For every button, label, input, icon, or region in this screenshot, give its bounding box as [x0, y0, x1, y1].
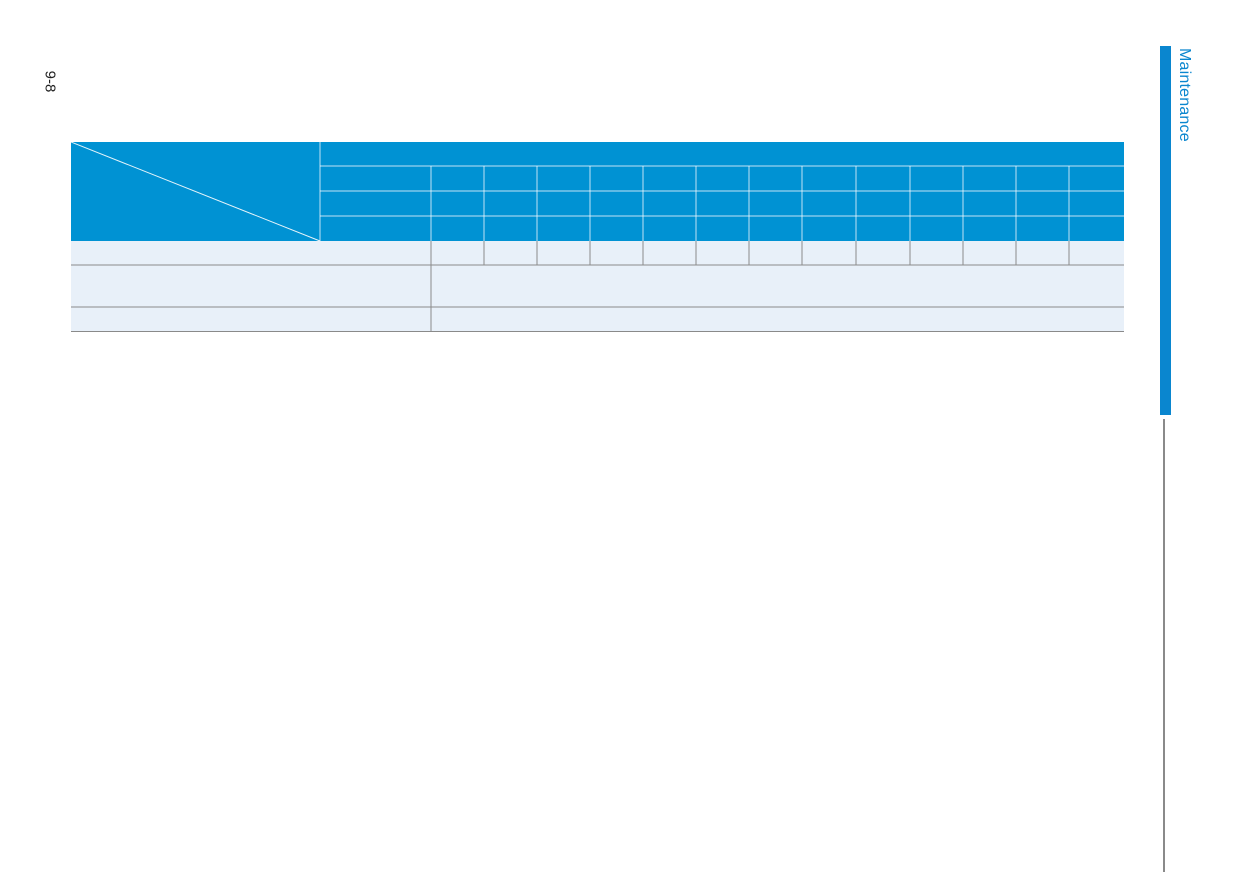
maintenance-schedule-table [71, 142, 1124, 332]
section-label-text: Maintenance [1176, 48, 1193, 142]
section-label: Maintenance [1175, 48, 1197, 163]
header-corner-diagonal [71, 142, 321, 242]
maintenance-table-graphic [71, 142, 1124, 332]
section-tab-bar [1160, 46, 1171, 415]
page-number: 9-8 [40, 66, 60, 96]
page-number-text: 9-8 [41, 70, 59, 92]
table-body-block [71, 241, 1124, 332]
section-divider-line [1163, 419, 1165, 872]
